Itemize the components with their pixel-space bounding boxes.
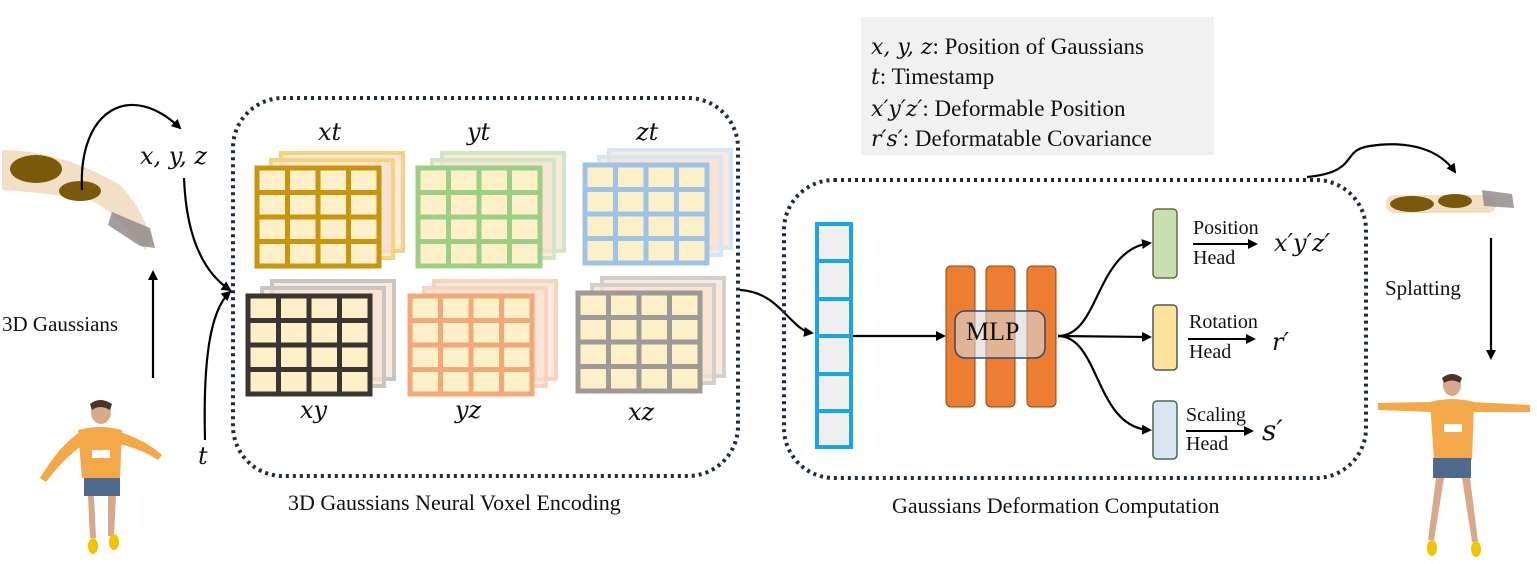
voxel-planes bbox=[245, 148, 733, 397]
arrow-encoding-to-vector bbox=[739, 288, 814, 337]
legend-box: x, y, z: Position of Gaussians t: Timest… bbox=[861, 17, 1214, 155]
rotation-head-block bbox=[1152, 304, 1178, 371]
voxel-plane-xt bbox=[254, 151, 405, 269]
arrow-to-deformed-gaussians bbox=[1306, 143, 1457, 179]
scaling-head-bottom-label: Head bbox=[1186, 433, 1229, 455]
rotation-head-bottom-label: Head bbox=[1189, 341, 1232, 363]
plane-label-xt: xt bbox=[318, 118, 342, 146]
legend-text: : Timestamp bbox=[879, 64, 995, 89]
plane-label-yt: yt bbox=[467, 118, 491, 146]
legend-item-timestamp: t: Timestamp bbox=[871, 61, 994, 93]
human-input-image bbox=[40, 400, 162, 554]
scaling-head-output: s′ bbox=[1262, 414, 1283, 447]
rotation-head-top-label: Rotation bbox=[1189, 311, 1258, 333]
legend-symbol: r′s′ bbox=[871, 127, 903, 152]
position-head-output: x′y′z′ bbox=[1274, 229, 1331, 257]
arrow-t-to-encoding bbox=[203, 290, 232, 441]
arrow-mlp-to-scaling-head bbox=[1057, 334, 1152, 435]
mlp-label: MLP bbox=[966, 317, 1020, 346]
arrow-mlp-to-position-head bbox=[1057, 239, 1152, 338]
position-head-block bbox=[1152, 208, 1178, 279]
legend-item-deformable-position: x′y′z′: Deformable Position bbox=[871, 93, 1126, 125]
arrow-xyz-to-encoding bbox=[182, 177, 232, 292]
encoding-caption: 3D Gaussians Neural Voxel Encoding bbox=[288, 490, 621, 515]
feature-vector bbox=[815, 222, 853, 449]
legend-item-position: x, y, z: Position of Gaussians bbox=[871, 31, 1144, 63]
voxel-plane-xy bbox=[245, 279, 396, 397]
plane-label-xy: xy bbox=[300, 396, 328, 424]
deformation-container bbox=[782, 178, 1368, 480]
legend-text: : Deformatable Covariance bbox=[902, 126, 1152, 151]
scaling-head-top-label: Scaling bbox=[1186, 404, 1246, 426]
voxel-plane-yt bbox=[415, 151, 566, 269]
position-head-top-label: Position bbox=[1193, 217, 1259, 239]
plane-label-yz: yz bbox=[455, 396, 482, 424]
deformation-caption: Gaussians Deformation Computation bbox=[892, 493, 1220, 518]
gaussians-input-label: 3D Gaussians bbox=[2, 312, 119, 336]
legend-symbol: x′y′z′ bbox=[871, 97, 923, 122]
t-label: t bbox=[198, 442, 208, 470]
arrow-mlp-to-rotation-head bbox=[1057, 331, 1152, 342]
voxel-plane-xz bbox=[575, 276, 726, 394]
legend-text: : Deformable Position bbox=[922, 96, 1126, 121]
voxel-plane-zt bbox=[582, 148, 733, 266]
xyz-label: x, y, z bbox=[140, 142, 208, 170]
legend-item-covariance: r′s′: Deformatable Covariance bbox=[871, 123, 1152, 155]
gaussians-arm-image bbox=[2, 150, 155, 250]
position-head-bottom-label: Head bbox=[1193, 247, 1236, 269]
mlp-block bbox=[945, 265, 1057, 408]
rotation-head-output: r′ bbox=[1272, 328, 1289, 356]
arrow-to-xyz bbox=[80, 103, 182, 191]
legend-text: : Position of Gaussians bbox=[932, 34, 1144, 59]
voxel-plane-yz bbox=[407, 279, 558, 397]
splatting-label: Splatting bbox=[1385, 276, 1461, 300]
scaling-head-block bbox=[1152, 400, 1178, 460]
human-output-image bbox=[1378, 374, 1530, 557]
legend-symbol: t bbox=[871, 65, 880, 90]
legend-symbol: x, y, z bbox=[871, 35, 933, 60]
deformed-gaussians-image bbox=[1386, 190, 1514, 213]
plane-label-xz: xz bbox=[628, 398, 655, 426]
plane-label-zt: zt bbox=[636, 118, 659, 146]
